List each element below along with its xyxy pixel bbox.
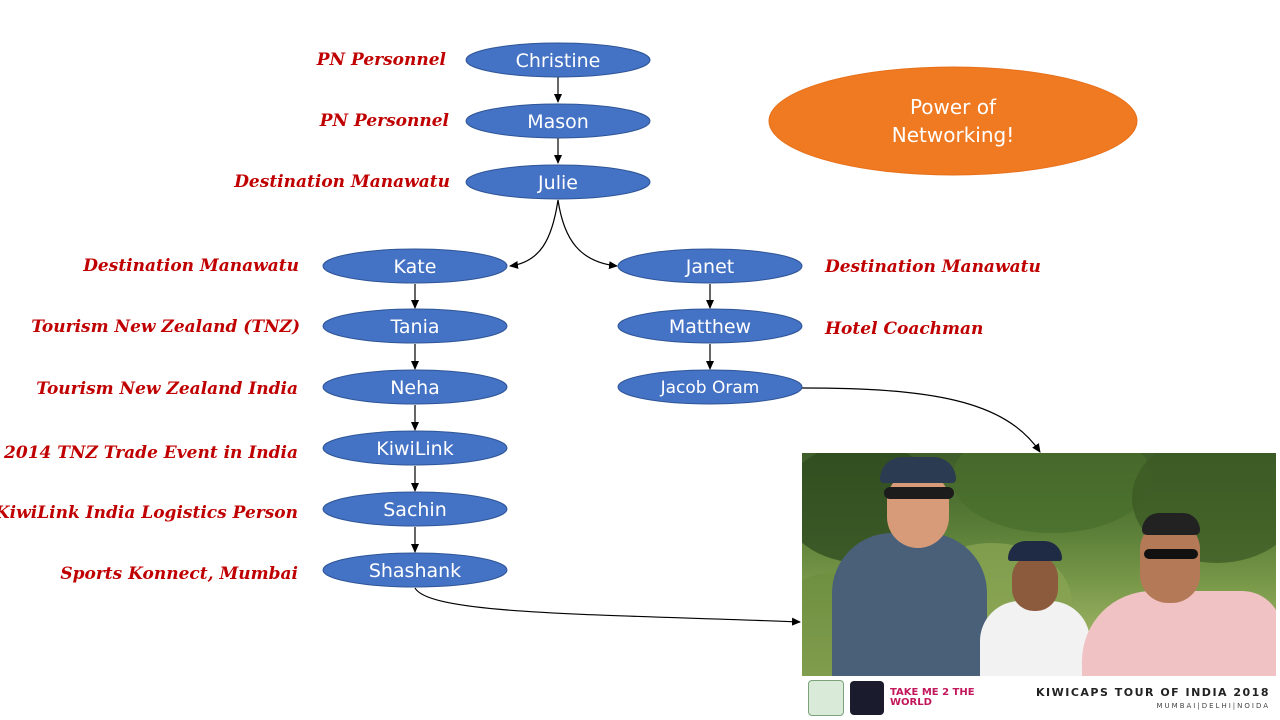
node-shashank: Shashank [322, 552, 508, 588]
node-ellipse [465, 103, 651, 139]
node-label: Mason [527, 111, 589, 133]
node-label: Jacob Oram [660, 378, 760, 398]
node-ellipse [322, 369, 508, 405]
node-label: Tania [389, 316, 439, 338]
photo-banner: TAKE ME 2 THE WORLD KIWICAPS TOUR OF IND… [802, 676, 1276, 720]
node-label: Neha [390, 377, 440, 399]
role-shashank: Sports Konnect, Mumbai [60, 564, 298, 584]
node-ellipse [617, 369, 803, 405]
node-mason: Mason [465, 103, 651, 139]
node-sachin: Sachin [322, 491, 508, 527]
node-kiwilink: KiwiLink [322, 430, 508, 466]
node-label: Kate [394, 256, 437, 278]
connector-julie-kate [509, 199, 559, 269]
kiwicaps-logo-icon [850, 681, 884, 715]
node-jacob-oram: Jacob Oram [617, 369, 803, 405]
role-sachin: KiwiLink India Logistics Person [0, 503, 298, 523]
banner-text: KIWICAPS TOUR OF INDIA 2018 MUMBAI|DELHI… [1036, 686, 1270, 710]
connector-julie-janet [557, 199, 618, 270]
club-logo-icon [808, 680, 844, 716]
node-label: Sachin [383, 499, 447, 521]
role-christine: PN Personnel [316, 50, 447, 70]
node-ellipse [322, 552, 508, 588]
node-christine: Christine [465, 42, 651, 78]
node-matthew: Matthew [617, 308, 803, 344]
node-janet: Janet [617, 248, 803, 284]
node-ellipse [322, 430, 508, 466]
person-left [822, 453, 992, 676]
node-julie: Julie [465, 164, 651, 200]
person-middle [980, 541, 1090, 676]
callout-line-1: Power of [910, 95, 997, 119]
role-matthew: Hotel Coachman [824, 319, 983, 339]
node-ellipse [465, 164, 651, 200]
role-mason: PN Personnel [319, 111, 450, 131]
node-ellipse [617, 308, 803, 344]
banner-title: KIWICAPS TOUR OF INDIA 2018 [1035, 686, 1270, 699]
node-label: Matthew [669, 316, 751, 338]
role-kiwilink: 2014 TNZ Trade Event in India [3, 443, 298, 463]
banner-cities: MUMBAI|DELHI|NOIDA [1156, 702, 1270, 710]
node-label: Shashank [369, 560, 461, 582]
role-kate: Destination Manawatu [82, 256, 299, 276]
callout: Power of Networking! [768, 66, 1138, 176]
role-neha: Tourism New Zealand India [36, 379, 298, 399]
node-ellipse [617, 248, 803, 284]
take-me-logo-text: TAKE ME 2 THE WORLD [890, 687, 975, 708]
node-label: Julie [537, 172, 578, 194]
take-me-2-the-world-logo: TAKE ME 2 THE WORLD [890, 681, 982, 715]
person-right [1062, 513, 1276, 676]
cricket-photo: TAKE ME 2 THE WORLD KIWICAPS TOUR OF IND… [802, 453, 1276, 720]
callout-line-2: Networking! [892, 123, 1014, 147]
role-julie: Destination Manawatu [233, 172, 450, 192]
node-ellipse [322, 308, 508, 344]
node-ellipse [322, 491, 508, 527]
connector-shashank-photo [414, 587, 801, 626]
role-tania: Tourism New Zealand (TNZ) [31, 317, 300, 337]
photo-scene [802, 453, 1276, 676]
node-label: KiwiLink [376, 438, 453, 460]
connectors [411, 77, 1041, 626]
role-labels: PN Personnel PN Personnel Destination Ma… [0, 50, 1041, 584]
callout-ellipse [768, 66, 1138, 176]
connector-jacob-photo [801, 387, 1041, 453]
role-janet: Destination Manawatu [824, 257, 1041, 277]
node-ellipse [465, 42, 651, 78]
node-ellipse [322, 248, 508, 284]
node-kate: Kate [322, 248, 508, 284]
node-tania: Tania [322, 308, 508, 344]
node-neha: Neha [322, 369, 508, 405]
node-label: Christine [516, 50, 601, 72]
node-label: Janet [685, 256, 734, 278]
